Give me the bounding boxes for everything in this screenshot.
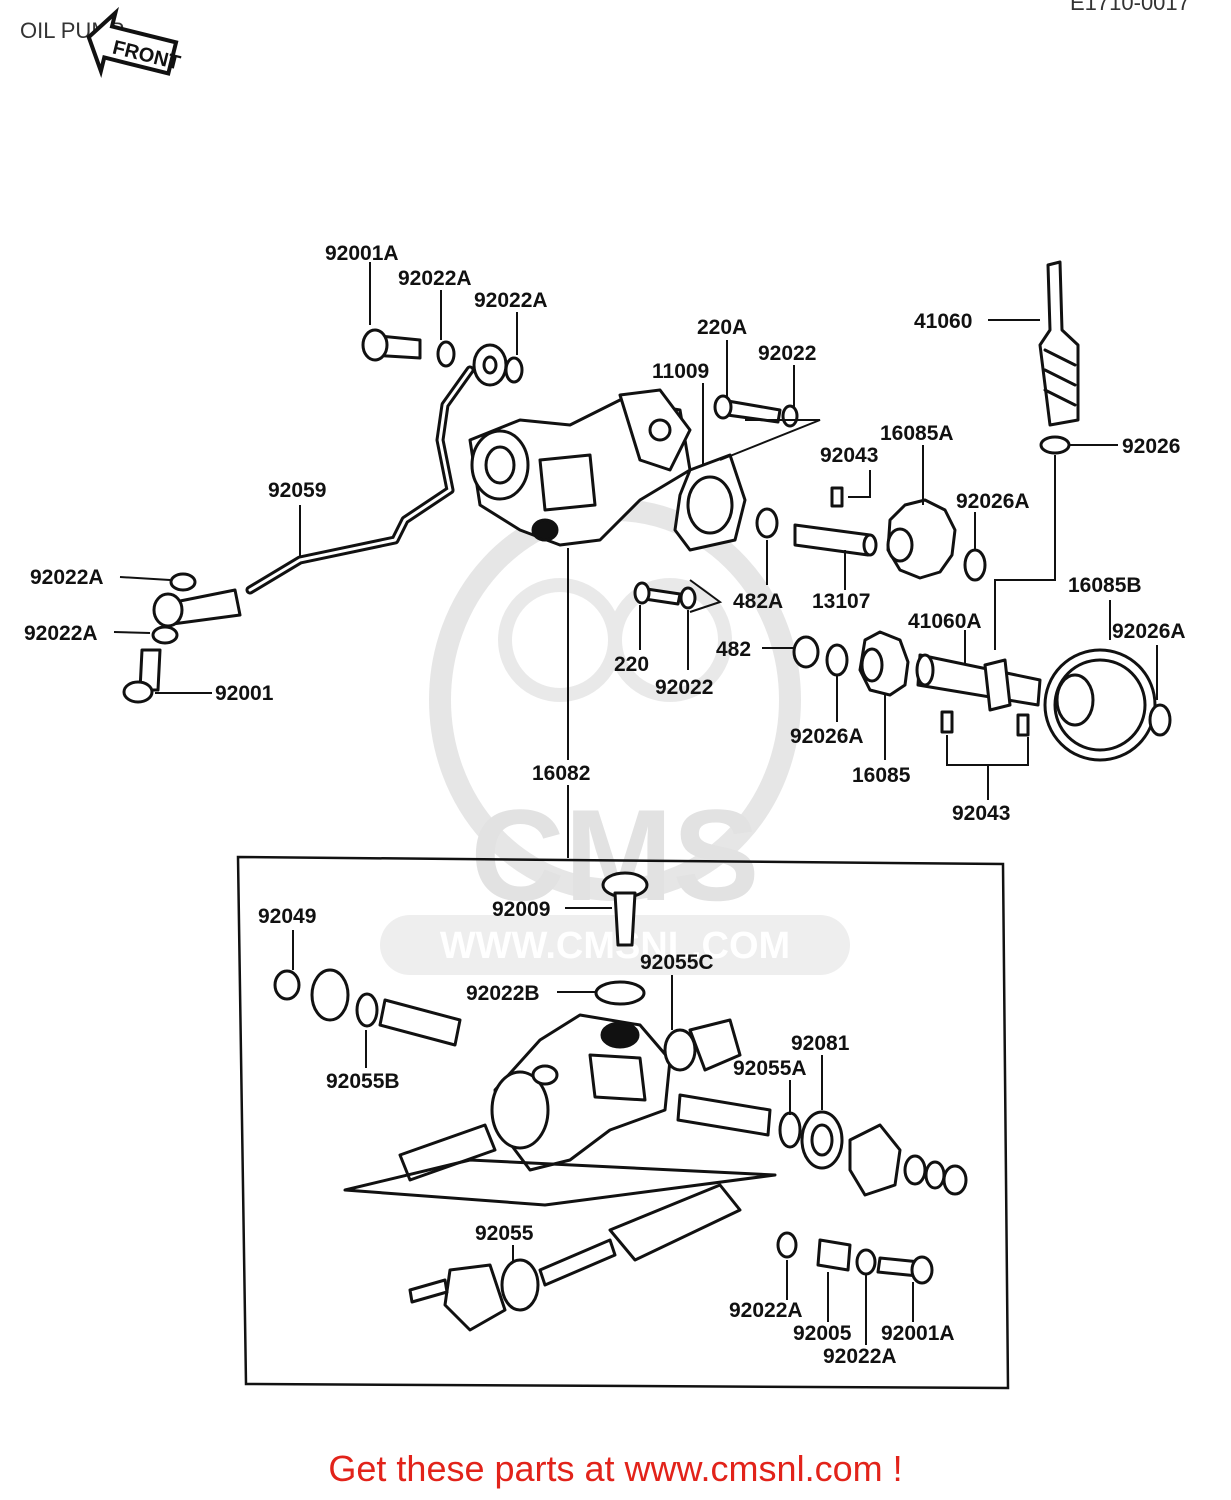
plunger-left: [310, 968, 462, 1047]
washer-92026a-right: [1148, 703, 1172, 737]
bolt-92001a-lower: [876, 1255, 934, 1285]
part-label: 92026A: [1112, 620, 1186, 643]
shaft-13107: [793, 523, 878, 557]
part-label: 92022: [655, 676, 713, 699]
part-label: 16085B: [1068, 574, 1142, 597]
part-label: 92022A: [823, 1345, 897, 1368]
part-label: 92001A: [325, 242, 399, 265]
flange-92055c: [663, 1018, 742, 1072]
pump-body-detail: [490, 1013, 672, 1172]
washer-92026a-upper: [963, 548, 987, 582]
flange-92055: [408, 1258, 540, 1332]
detail-frame: [236, 855, 1010, 1390]
part-label: 92043: [820, 444, 878, 467]
part-label: 11009: [652, 360, 709, 383]
cover-right: [848, 1123, 968, 1197]
part-label: 92059: [268, 479, 326, 502]
pin-92043-lower-2: [1016, 713, 1030, 737]
banjo-bolt-upper: [361, 328, 422, 362]
drive-shaft-41060a: [915, 653, 1042, 712]
oil-pump-body-upper: [468, 388, 692, 547]
drive-shaft-41060: [1038, 260, 1080, 427]
washer-92022a-2: [504, 356, 524, 384]
part-label: 16085: [852, 764, 911, 787]
gear-16085a: [886, 498, 957, 580]
washer-92026a-mid: [825, 643, 849, 677]
part-label: 92022A: [24, 622, 98, 645]
part-label: 92043: [952, 802, 1010, 825]
part-label: 92009: [492, 898, 550, 921]
oring-92055a: [778, 1111, 802, 1149]
part-label: 92026A: [956, 490, 1030, 513]
watermark-url: WWW.CMSNL.COM: [440, 925, 790, 967]
plunger-right: [676, 1093, 772, 1137]
plunger-shaft-left: [398, 1123, 497, 1182]
seal-482a: [755, 507, 779, 539]
washer-92022-lower: [679, 586, 697, 610]
washer-92022a-1: [436, 340, 456, 368]
bolt-220a: [713, 394, 782, 424]
part-labels: 92001A 92022A 92022A 92059 92022A 92022A…: [24, 242, 1186, 1368]
oil-pipe: [245, 365, 475, 595]
part-label: 92022A: [474, 289, 548, 312]
part-label: 13107: [812, 590, 870, 613]
part-label: 220: [614, 653, 649, 676]
front-arrow-icon: FRONT: [86, 6, 183, 78]
part-label: 92049: [258, 905, 316, 928]
pin-92043-lower-1: [940, 710, 954, 734]
part-label: 41060A: [908, 610, 982, 633]
reference-code: E1710-0017: [1070, 0, 1190, 15]
banjo-fitting-lower: [152, 588, 242, 628]
part-label: 92001: [215, 682, 274, 705]
pin-92043-upper: [830, 486, 844, 508]
washer-92022-upper: [781, 404, 799, 428]
part-label: 92022A: [398, 267, 472, 290]
part-label: 220A: [697, 316, 747, 339]
part-label: 92026A: [790, 725, 864, 748]
cap-92049: [273, 969, 301, 1001]
part-label: 92026: [1122, 435, 1180, 458]
part-label: 92055C: [640, 951, 714, 974]
gasket-11009: [673, 453, 747, 552]
banjo-fitting-upper: [472, 343, 508, 387]
fitting-92005: [816, 1238, 852, 1272]
bracket-outline: [343, 1158, 777, 1207]
part-label: 92022A: [729, 1299, 803, 1322]
part-label: 92022: [758, 342, 816, 365]
washer-92022a-6: [855, 1248, 877, 1276]
leader-lines: [113, 262, 1158, 1345]
part-label: 482A: [733, 590, 783, 613]
washer-92022b: [594, 980, 646, 1006]
part-label: 41060: [914, 310, 972, 333]
gear-16085: [858, 630, 910, 697]
part-label: 92022A: [30, 566, 104, 589]
plunger-assy-lower: [538, 1183, 742, 1287]
bolt-220: [633, 581, 682, 606]
washer-92022a-5: [776, 1231, 798, 1259]
gear-16085b: [1043, 648, 1157, 762]
part-label: 92055B: [326, 1070, 400, 1093]
part-label: 92081: [791, 1032, 850, 1055]
part-label: 92022B: [466, 982, 540, 1005]
footer-cta[interactable]: Get these parts at www.cmsnl.com !: [328, 1448, 903, 1489]
washer-92022a-4: [151, 625, 179, 645]
part-label: 92055: [475, 1222, 534, 1245]
part-label: 92005: [793, 1322, 852, 1345]
part-label: 482: [716, 638, 751, 661]
banjo-bolt-lower: [122, 648, 162, 704]
washer-92026-upper: [1039, 435, 1071, 455]
bearing-92081: [800, 1110, 844, 1170]
seal-482: [792, 635, 820, 669]
part-label: 16082: [532, 762, 590, 785]
part-label: 92055A: [733, 1057, 807, 1080]
part-label: 92001A: [881, 1322, 955, 1345]
part-label: 16085A: [880, 422, 954, 445]
bolt-92009: [601, 871, 649, 947]
washer-92022a-3: [169, 572, 197, 592]
